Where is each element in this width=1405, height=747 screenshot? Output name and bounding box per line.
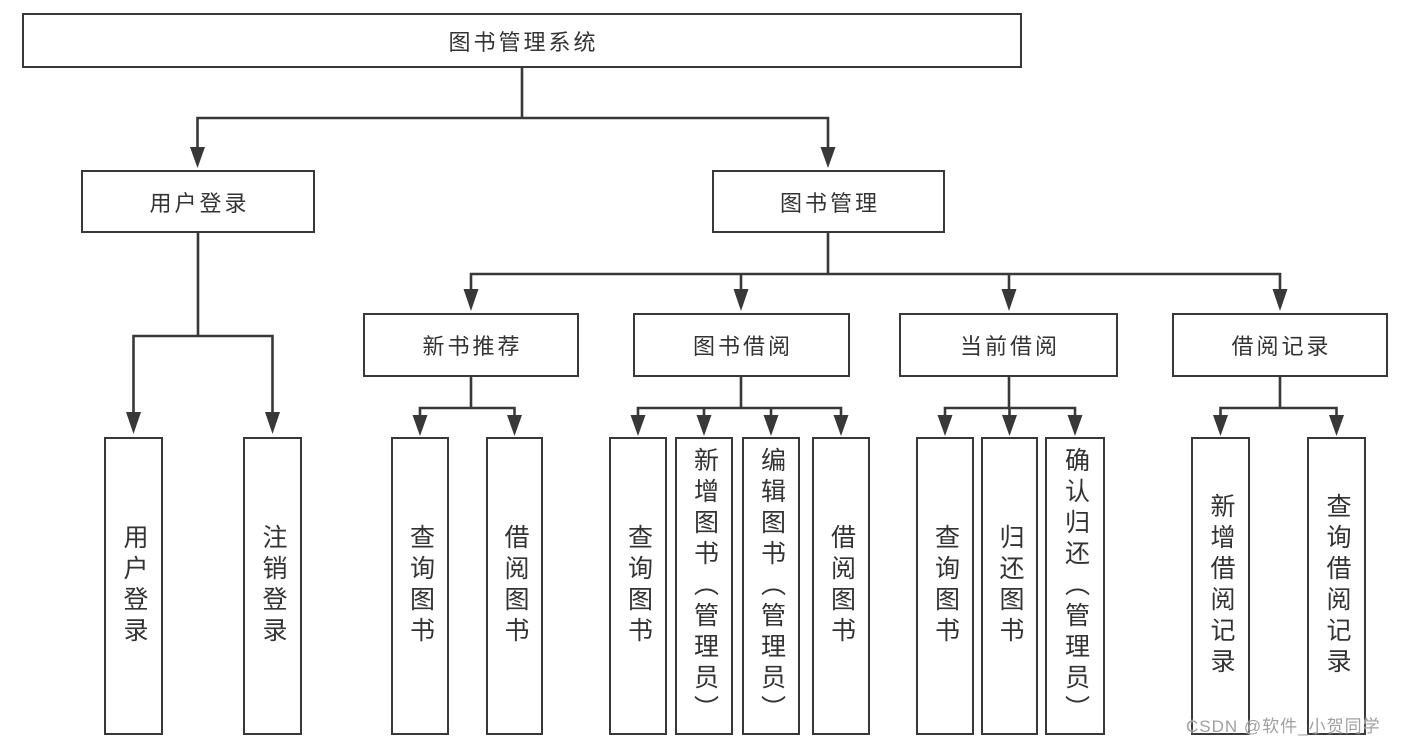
node-book-management: 图书管理 <box>712 170 945 233</box>
node-leaf-bb-edit-book-admin: 编辑图书（管理员） <box>742 437 800 735</box>
node-leaf-bb-query-book: 查询图书 <box>609 437 667 735</box>
node-leaf-nb-query-book-label: 查询图书 <box>406 524 435 648</box>
node-leaf-cb-return-book: 归还图书 <box>981 437 1038 735</box>
node-leaf-logout-login-label: 注销登录 <box>259 524 287 648</box>
node-leaf-bb-add-book-admin: 新增图书（管理员） <box>675 437 733 735</box>
node-leaf-user-login-label: 用户登录 <box>120 524 148 648</box>
watermark-text: CSDN @软件_小贺同学 <box>1186 717 1381 736</box>
node-leaf-bb-edit-book-admin-label: 编辑图书（管理员） <box>757 446 786 726</box>
node-leaf-logout-login: 注销登录 <box>243 437 302 735</box>
node-leaf-nb-borrow-book-label: 借阅图书 <box>501 524 529 648</box>
node-new-book-recommend-label: 新书推荐 <box>422 334 523 359</box>
node-book-borrow-label: 图书借阅 <box>692 334 793 359</box>
node-leaf-cb-query-book-label: 查询图书 <box>931 524 960 648</box>
node-new-book-recommend: 新书推荐 <box>363 313 579 377</box>
node-leaf-nb-borrow-book: 借阅图书 <box>486 437 543 735</box>
node-borrow-record-label: 借阅记录 <box>1231 334 1332 359</box>
node-root-label: 图书管理系统 <box>448 29 599 55</box>
node-leaf-br-add-record: 新增借阅记录 <box>1191 437 1250 735</box>
node-current-borrow: 当前借阅 <box>899 313 1118 377</box>
node-leaf-br-query-record: 查询借阅记录 <box>1307 437 1366 735</box>
node-leaf-bb-add-book-admin-label: 新增图书（管理员） <box>690 446 719 726</box>
node-user-login-label: 用户登录 <box>149 190 250 216</box>
node-leaf-br-add-record-label: 新增借阅记录 <box>1207 493 1235 679</box>
node-leaf-cb-confirm-return-admin: 确认归还（管理员） <box>1045 437 1105 735</box>
node-leaf-user-login: 用户登录 <box>104 437 163 735</box>
node-leaf-cb-query-book: 查询图书 <box>916 437 974 735</box>
node-leaf-br-query-record-label: 查询借阅记录 <box>1323 493 1351 679</box>
node-leaf-cb-return-book-label: 归还图书 <box>996 524 1024 648</box>
node-book-management-label: 图书管理 <box>779 190 880 216</box>
node-leaf-bb-borrow-book: 借阅图书 <box>812 437 870 735</box>
node-root: 图书管理系统 <box>22 13 1022 68</box>
node-leaf-cb-confirm-return-admin-label: 确认归还（管理员） <box>1061 446 1090 726</box>
node-leaf-bb-borrow-book-label: 借阅图书 <box>827 524 856 648</box>
node-leaf-bb-query-book-label: 查询图书 <box>624 524 653 648</box>
node-borrow-record: 借阅记录 <box>1172 313 1388 377</box>
node-current-borrow-label: 当前借阅 <box>959 334 1060 359</box>
node-book-borrow: 图书借阅 <box>633 313 850 377</box>
node-leaf-nb-query-book: 查询图书 <box>391 437 449 735</box>
node-user-login: 用户登录 <box>81 170 315 233</box>
